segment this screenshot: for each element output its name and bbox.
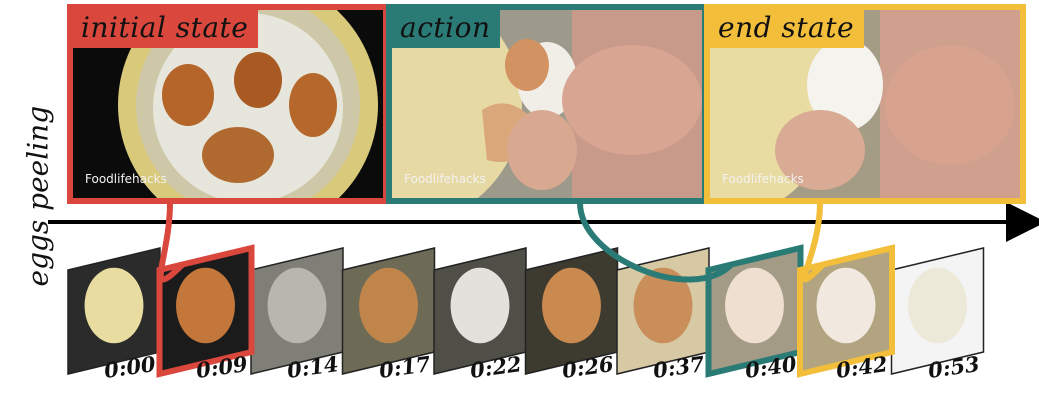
- frame-content: [725, 268, 784, 344]
- frame-content: [817, 268, 876, 344]
- watermark-text: Foodlifehacks: [85, 172, 167, 186]
- end-state-panel: Foodlifehacks end state: [704, 4, 1026, 204]
- frame-content: [359, 268, 418, 344]
- frame-content: [268, 268, 327, 344]
- frame-content: [176, 268, 235, 344]
- watermark-text: Foodlifehacks: [404, 172, 486, 186]
- watermark-text: Foodlifehacks: [722, 172, 804, 186]
- action-title: action: [392, 10, 500, 48]
- frame-content: [908, 268, 967, 344]
- frame-content: [85, 268, 144, 344]
- initial-state-title: initial state: [73, 10, 258, 48]
- activity-label: eggs peeling: [22, 147, 55, 287]
- end-state-title: end state: [710, 10, 864, 48]
- frame-content: [451, 268, 510, 344]
- action-panel: Foodlifehacks action: [386, 4, 708, 204]
- initial-state-panel: Foodlifehacks initial state: [67, 4, 389, 204]
- frame-content: [542, 268, 601, 344]
